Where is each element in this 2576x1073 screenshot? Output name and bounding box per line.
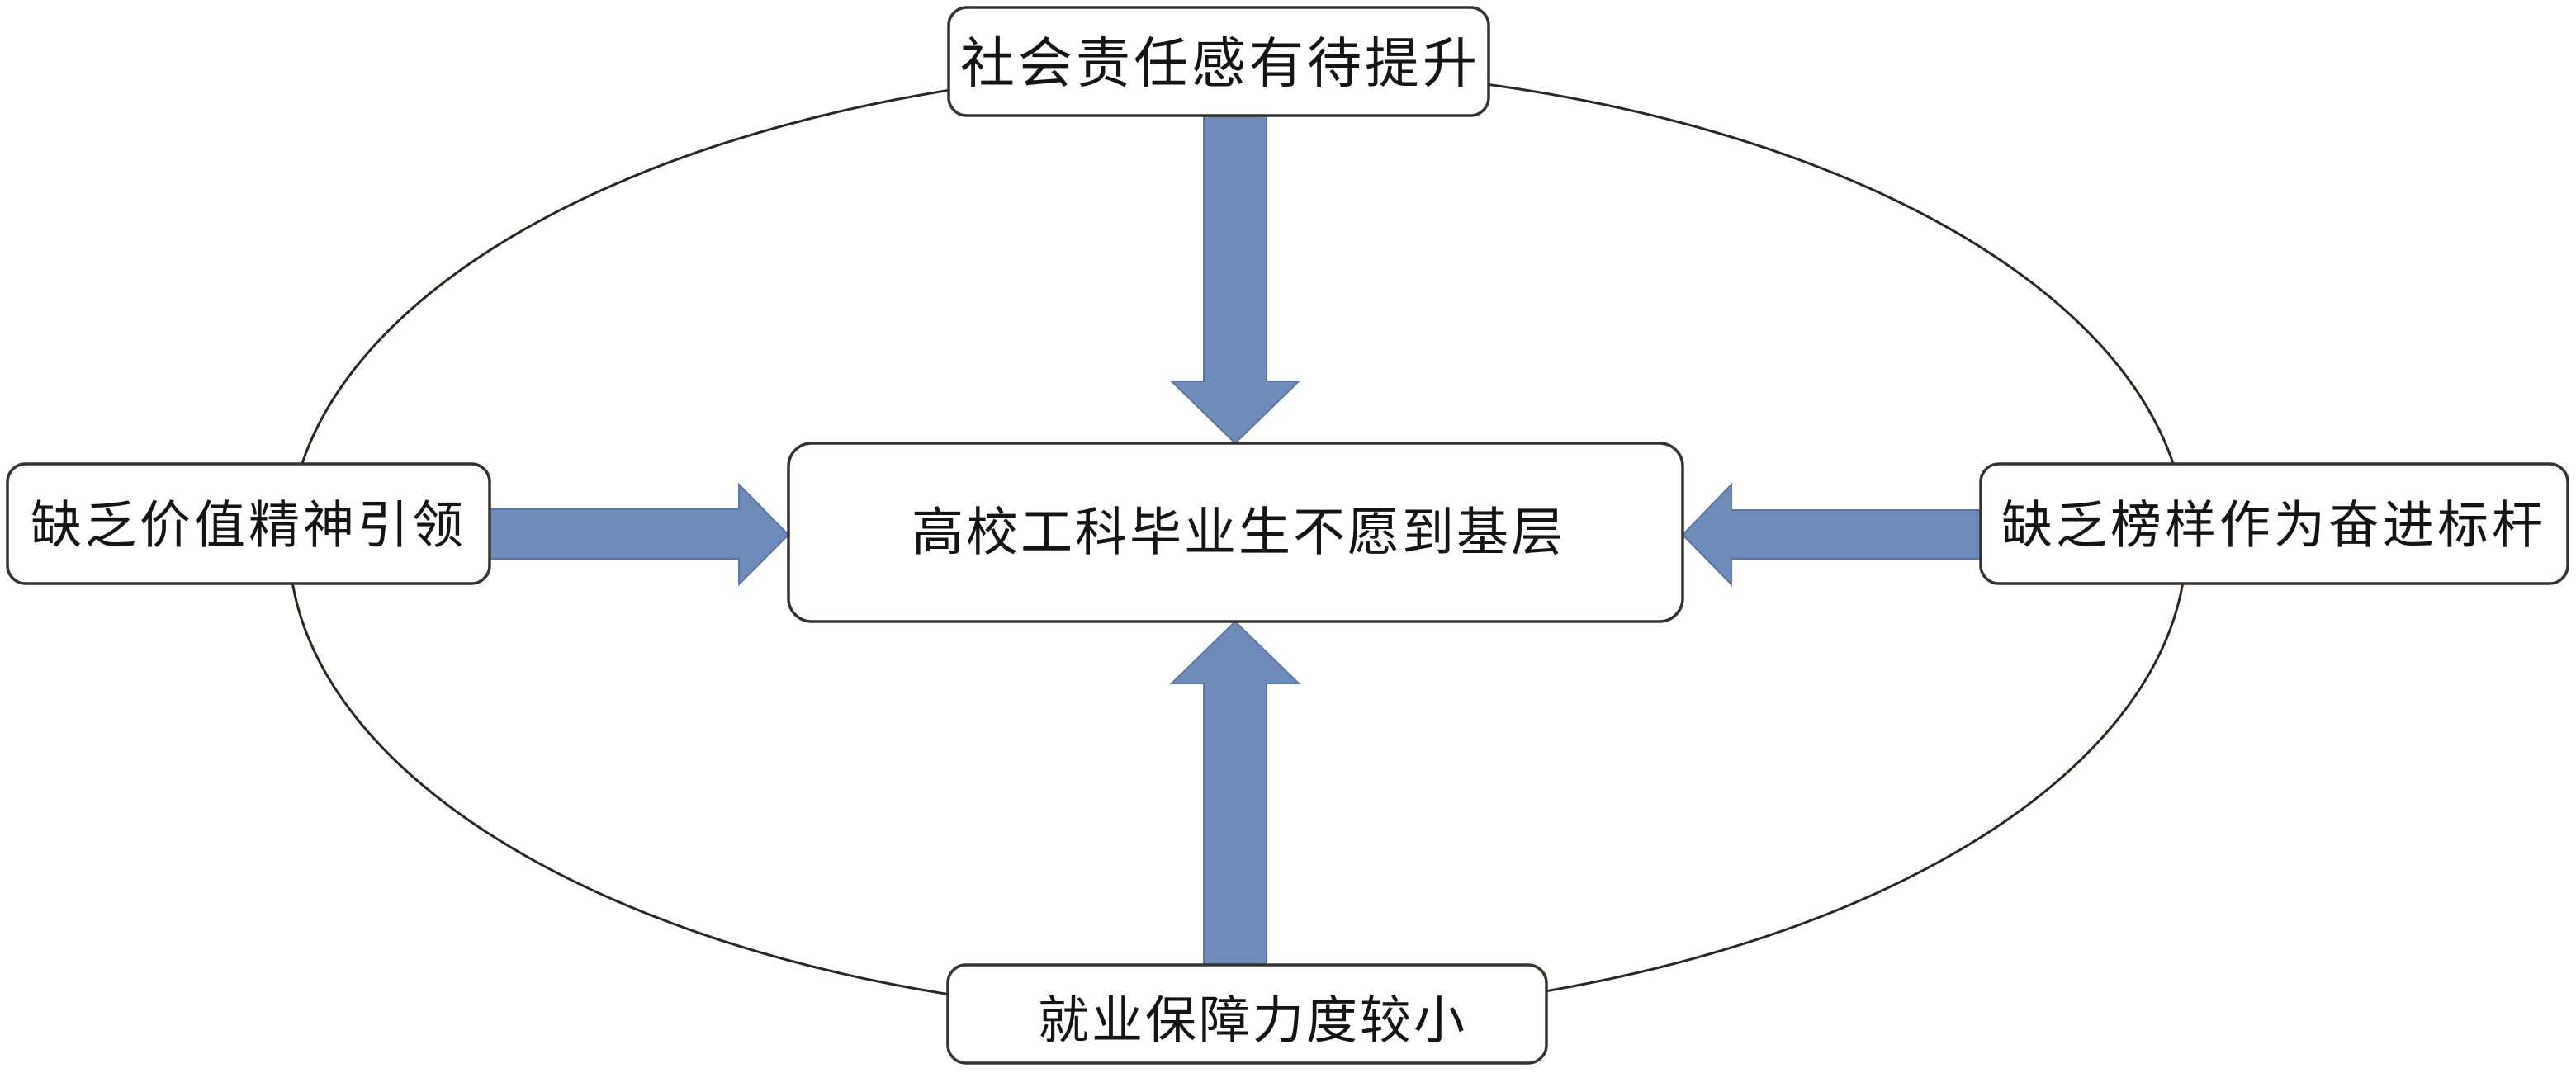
cause-node-right-box <box>1979 462 2569 585</box>
cause-node-bottom-label: 就业保障力度较小 <box>1038 990 1467 1051</box>
cause-node-top-box <box>947 6 1490 117</box>
arrows-group <box>489 115 1981 966</box>
cause-node-bottom-box <box>946 963 1548 1065</box>
cause-node-right-label: 缺乏榜样作为奋进标杆 <box>2001 495 2546 555</box>
cause-node-right: 缺乏榜样作为奋进标杆 <box>1979 462 2569 585</box>
cause-node-bottom: 就业保障力度较小 <box>946 963 1548 1065</box>
center-node-label: 高校工科毕业生不愿到基层 <box>912 503 1565 563</box>
arrow-top-down-icon <box>1169 115 1301 445</box>
arrow-left-right-icon <box>489 482 790 587</box>
cause-node-left-box <box>6 462 491 585</box>
cause-node-top-label: 社会责任感有待提升 <box>960 32 1480 96</box>
arrow-right-left-icon <box>1681 482 1981 587</box>
cause-node-left-label: 缺乏价值精神引领 <box>31 495 466 555</box>
cause-node-top: 社会责任感有待提升 <box>947 6 1490 117</box>
center-node-box <box>787 442 1684 623</box>
center-node: 高校工科毕业生不愿到基层 <box>787 442 1684 623</box>
arrow-bottom-up-icon <box>1169 620 1301 966</box>
cause-node-left: 缺乏价值精神引领 <box>6 462 491 585</box>
